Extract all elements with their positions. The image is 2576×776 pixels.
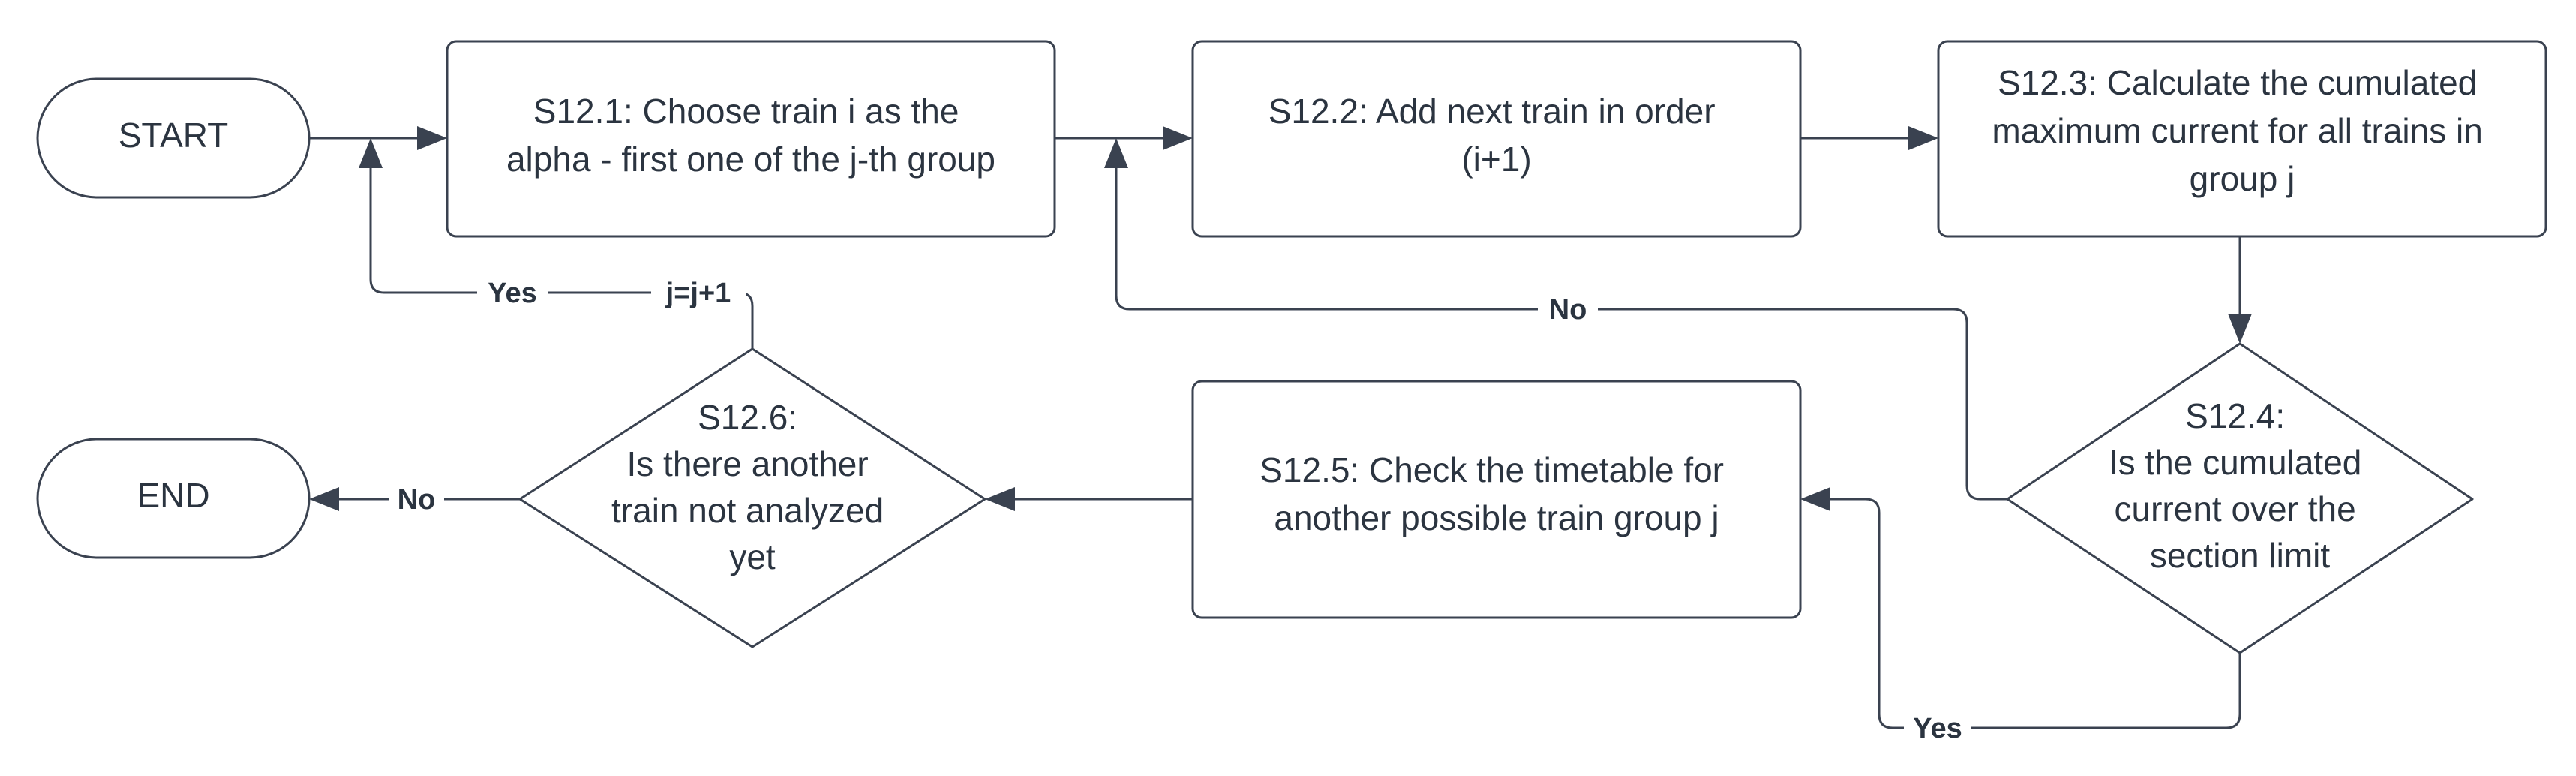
edge-label-bg-s12-6-no <box>389 481 444 516</box>
arrowhead-s12-5-right <box>1800 487 1830 511</box>
step-s12-3-box <box>1937 40 2547 238</box>
edge-s12-4-yes <box>1830 498 2241 729</box>
step-s12-1-text: S12.1: Choose train i as the alpha - fir… <box>506 92 995 179</box>
edge-label-bg-s12-6-increment <box>651 275 746 309</box>
arrowhead-s12-6-right <box>985 487 1015 511</box>
decision-s12-4-text: S12.4: Is the cumulated current over the… <box>2109 396 2371 575</box>
decision-s12-6-diamond <box>518 347 986 648</box>
edge-label-s12-6-no: No <box>398 484 436 516</box>
step-s12-2-text: S12.2: Add next train in order (i+1) <box>1268 92 1725 179</box>
arrowhead-s12-2-left <box>1163 126 1193 150</box>
edge-label-s12-6-increment: j=j+1 <box>665 278 731 309</box>
edge-label-bg-s12-6-yes <box>477 275 548 309</box>
edge-label-s12-6-yes: Yes <box>488 278 537 309</box>
step-s12-2-box <box>1191 40 1802 238</box>
edge-label-bg-s12-4-yes <box>1904 710 1971 744</box>
start-label: START <box>119 116 229 155</box>
arrowhead-s12-4-no <box>1104 138 1128 168</box>
edge-s12-4-no-loop <box>1115 168 2007 501</box>
step-s12-5-text: S12.5: Check the timetable for another p… <box>1259 450 1734 537</box>
edge-label-bg-s12-4-no <box>1538 291 1598 326</box>
step-s12-1-box <box>446 40 1056 238</box>
decision-s12-6-text: S12.6: Is there another train not analyz… <box>611 398 893 576</box>
arrowhead-s12-1-left <box>417 126 447 150</box>
end-terminal <box>36 438 311 559</box>
end-label: END <box>137 476 209 515</box>
arrowhead-s12-6-yes <box>359 138 383 168</box>
edge-s12-6-yes-loop <box>369 168 754 349</box>
arrowhead-s12-4-top <box>2228 314 2252 344</box>
arrowhead-end-right <box>309 487 339 511</box>
arrowhead-s12-3-left <box>1908 126 1938 150</box>
step-s12-3-text: S12.3: Calculate the cumulated maximum c… <box>1992 63 2492 198</box>
edge-label-s12-4-no: No <box>1549 294 1587 326</box>
edge-label-s12-4-yes: Yes <box>1913 713 1962 744</box>
